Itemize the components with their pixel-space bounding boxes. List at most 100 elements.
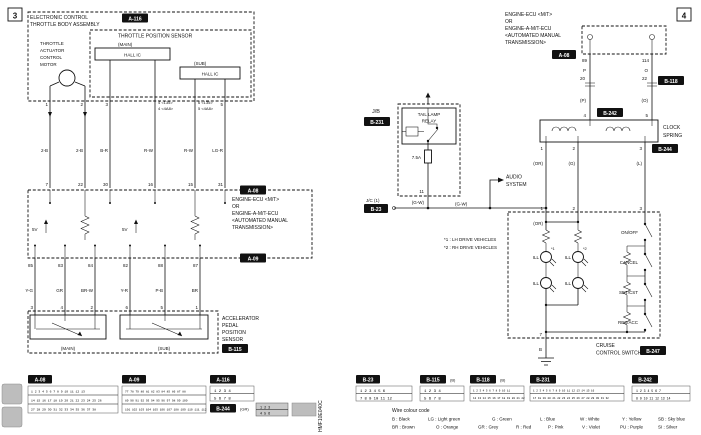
wire-color-label: R-W bbox=[184, 148, 194, 153]
switch-label-cancel: CANCEL bbox=[620, 260, 639, 265]
pin-label: 6 bbox=[125, 305, 128, 310]
connector-label: B-115 bbox=[426, 378, 440, 384]
connector-label-b118: B-118 bbox=[664, 79, 678, 85]
pin-label: 30 bbox=[103, 182, 109, 187]
connector-label-b242: B-242 bbox=[603, 111, 617, 117]
pin-row: 8 9 10 11 12 13 14 bbox=[636, 396, 671, 400]
legend-title: Wire colour code bbox=[392, 408, 430, 414]
pin-row: 4 5 6 bbox=[260, 413, 270, 417]
ecu-title-4: <AUTOMATED MANUAL bbox=[505, 33, 561, 39]
wire-color-label: BR-W bbox=[81, 288, 94, 293]
connector-a116: A-116 1 2 3 4 5 6 7 8 bbox=[209, 375, 255, 402]
legend-item: BR : Brown bbox=[392, 425, 415, 430]
pin-label: 15 bbox=[188, 182, 194, 187]
ground-wire: B bbox=[538, 338, 554, 366]
pin-label: 5 bbox=[160, 305, 163, 310]
assembly-title-1: ELECTRONIC CONTROL bbox=[30, 15, 88, 21]
pin-variant-label: 6 <135> bbox=[198, 100, 213, 105]
ground-icon bbox=[538, 357, 554, 366]
pin-row: 7 8 9 10 11 12 bbox=[360, 397, 393, 401]
wire-color-label: (OR) bbox=[533, 221, 543, 226]
legend-item: Y : Yellow bbox=[622, 417, 642, 422]
legend-item: G : Green bbox=[492, 417, 512, 422]
pin-label: 4 bbox=[583, 113, 586, 118]
throttle-body-assembly-box: ELECTRONIC CONTROL THROTTLE BODY ASSEMBL… bbox=[27, 11, 255, 102]
motor-symbol bbox=[58, 69, 76, 87]
pin-label: 1 bbox=[540, 206, 543, 211]
pedal-sensor-wires: 85 83 84 82 88 87 Y-G GR BR-W Y-R P-B BR… bbox=[25, 258, 201, 315]
ecu-title-2: OR bbox=[505, 19, 513, 25]
cruise-control-switch-box: (OR) ILL ILL ILL ILL *1 *2 ON/OFF CANCEL… bbox=[507, 211, 666, 357]
pin-label: 2 bbox=[572, 146, 575, 151]
page-edge-tabs bbox=[1, 383, 23, 428]
clock-spring-label-2: SPRING bbox=[663, 133, 682, 139]
pin-row: 1 2 3 4 5 6 7 8 9 10 11 bbox=[473, 390, 510, 393]
audio-system-label-2: SYSTEM bbox=[506, 182, 527, 188]
throttle-actuator-motor: THROTTLE ACTUATOR CONTROL MOTOR bbox=[40, 41, 86, 87]
pin-label: 3 bbox=[105, 102, 108, 107]
wire-color-label: (L) bbox=[637, 161, 643, 166]
legend-item: PU : Purple bbox=[620, 425, 644, 430]
legend-item: B : Black bbox=[392, 417, 411, 422]
wire-color-label: (P) bbox=[580, 98, 587, 103]
note-mark: *2 bbox=[583, 246, 588, 251]
switch-label-resume: RES/ACC bbox=[618, 320, 639, 325]
pin-label: 85 bbox=[28, 263, 34, 268]
pin-label: 22 bbox=[642, 76, 648, 81]
wire-color-label: B bbox=[539, 347, 542, 352]
pin-label: 31 bbox=[218, 182, 224, 187]
connector-label-b244: B-244 bbox=[658, 147, 672, 153]
pin-label: 11 bbox=[419, 189, 424, 194]
clock-spring: B-242 CLOCK SPRING 1 2 3 B-244 bbox=[539, 108, 682, 153]
pin-row: 1 2 3 4 bbox=[424, 390, 441, 394]
pin-row: 17 18 19 20 21 22 23 24 25 26 27 28 29 3… bbox=[533, 397, 609, 400]
pin-row: 89 90 91 92 93 94 95 96 97 98 99 100 bbox=[125, 400, 188, 403]
pin-variant-label: 4 <135> bbox=[158, 100, 173, 105]
note-rh-drive: *2 : RH DRIVE VEHICLES bbox=[444, 245, 497, 250]
pin-label: 87 bbox=[193, 263, 199, 268]
connector-b231: B-231 1 2 3 4 5 6 7 8 9 10 11 12 13 14 1… bbox=[529, 375, 625, 402]
pin-label: 2 bbox=[572, 206, 575, 211]
pin-label: 1 bbox=[540, 146, 543, 151]
wire-color-label: GR bbox=[56, 288, 64, 293]
pin-label: 5 bbox=[645, 113, 648, 118]
connector-color-label: (GR) bbox=[240, 407, 249, 412]
main-hall-ic-label: HALL IC bbox=[124, 53, 142, 58]
connector-label-b23: B-23 bbox=[371, 207, 382, 213]
pin-row: 5 6 7 8 bbox=[424, 397, 441, 401]
connector-label: A-09 bbox=[129, 378, 140, 384]
pin-label: 5 bbox=[220, 102, 223, 107]
wire-color-label: P bbox=[583, 68, 586, 73]
wire-color-label: (OR) bbox=[533, 161, 543, 166]
pin-row: 1 2 3 bbox=[260, 406, 270, 410]
pin-row: 101 102 103 104 105 106 107 108 109 110 … bbox=[125, 409, 207, 412]
fuse-rating-label: 7.5A bbox=[412, 155, 421, 160]
connector-b118: B-118 (B) 1 2 3 4 5 6 7 8 9 10 11 12 13 … bbox=[469, 375, 525, 402]
edge-tab bbox=[1, 406, 23, 428]
pin-label: 1 bbox=[45, 102, 48, 107]
connector-b115: B-115 (B) 1 2 3 4 5 6 7 8 bbox=[419, 375, 465, 401]
connector-a09: A-09 77 78 79 80 81 82 83 84 85 86 87 88… bbox=[121, 375, 207, 414]
clock-spring-label-1: CLOCK bbox=[663, 125, 681, 131]
pin-row: 12 13 14 15 16 17 18 19 20 21 22 bbox=[473, 397, 525, 400]
pedal-title-3: POSITION bbox=[222, 330, 246, 336]
connector-label: B-242 bbox=[638, 378, 652, 384]
connector-label-b247: B-247 bbox=[646, 349, 660, 355]
wire-color-label: (G-W) bbox=[455, 202, 468, 207]
pin-row: 1 2 3 4 5 6 7 bbox=[636, 389, 661, 393]
pin-label: 3 bbox=[639, 206, 642, 211]
sub-hall-ic-label: HALL IC bbox=[202, 72, 220, 77]
connector-label-a08: A-08 bbox=[248, 189, 259, 195]
5v-label: 5V bbox=[122, 227, 128, 232]
tps-title: THROTTLE POSITION SENSOR bbox=[118, 34, 193, 40]
pedal-title-2: PEDAL bbox=[222, 323, 239, 329]
pin-row: 77 78 79 80 81 82 83 84 85 86 87 88 bbox=[125, 391, 186, 394]
drive-side-notes: *1 : LH DRIVE VEHICLES *2 : RH DRIVE VEH… bbox=[444, 237, 497, 250]
connector-label: A-116 bbox=[216, 378, 230, 384]
pin-label: 84 bbox=[88, 263, 94, 268]
pin-row: 1 2 3 4 5 6 7 8 9 10 11 12 13 bbox=[31, 390, 85, 394]
connector-color-label: (B) bbox=[450, 378, 456, 383]
wire-color-label: P-B bbox=[155, 288, 163, 293]
pin-label: 20 bbox=[580, 76, 586, 81]
pin-row: 14 15 16 17 18 19 20 21 22 23 24 25 26 bbox=[31, 399, 102, 403]
